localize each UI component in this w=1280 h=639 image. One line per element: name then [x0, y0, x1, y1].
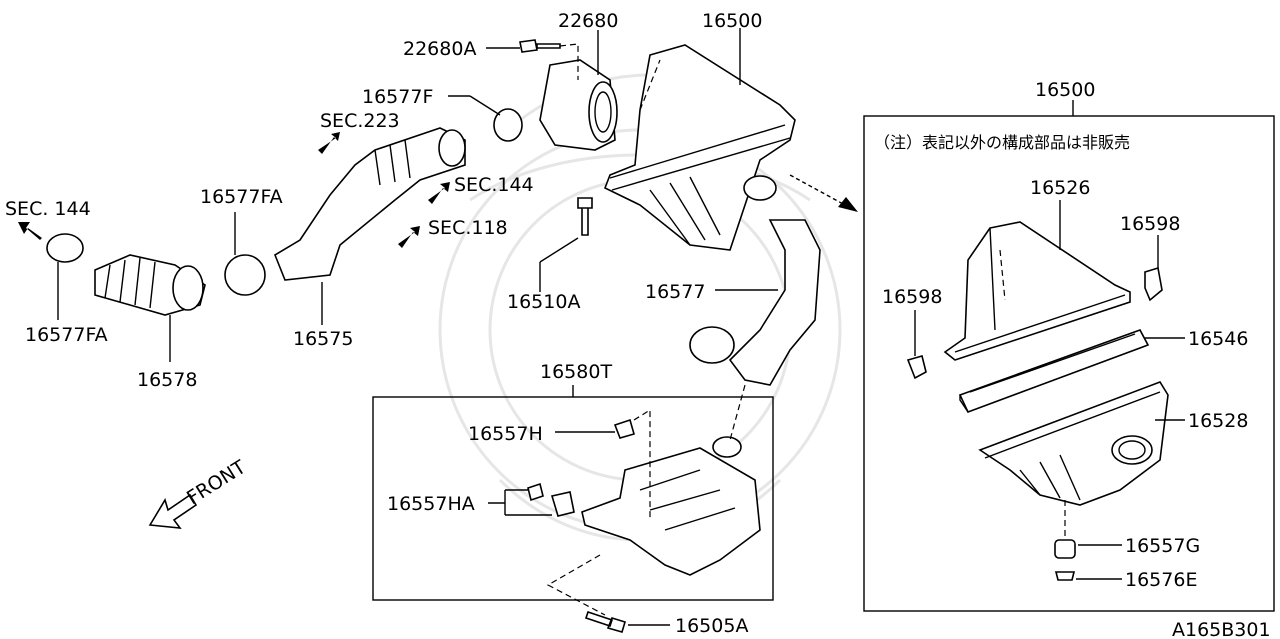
bellows-hose-16578	[94, 254, 206, 316]
label-sec144-left: SEC. 144	[5, 198, 91, 220]
label-16577FA-top: 16577FA	[200, 186, 283, 208]
label-sec118: SEC.118	[428, 217, 508, 239]
lower-housing-16528	[978, 381, 1169, 506]
label-16577: 16577	[645, 281, 705, 303]
label-16576E: 16576E	[1125, 569, 1197, 591]
label-16598-left: 16598	[882, 286, 942, 308]
clamp-16577FA-left	[46, 233, 84, 263]
label-16557G: 16557G	[1125, 535, 1200, 557]
label-16500-top: 16500	[702, 10, 762, 32]
clip-16598-right	[1144, 266, 1163, 302]
detail-box	[863, 115, 1275, 612]
detail-arrow	[838, 197, 858, 212]
label-front: FRONT	[183, 456, 250, 509]
sec144-left-arrow	[18, 222, 42, 240]
bolt-16505A	[584, 610, 626, 633]
sec144-mid-arrow	[428, 182, 450, 204]
label-16578: 16578	[137, 369, 197, 391]
bolt-16557H	[613, 418, 635, 439]
label-16528: 16528	[1188, 410, 1248, 432]
pin-16576E	[1054, 571, 1076, 581]
label-16557HA: 16557HA	[387, 493, 475, 515]
grommet-16557HA-a	[527, 482, 544, 502]
label-16526: 16526	[1030, 177, 1090, 199]
filter-element-16546	[958, 329, 1150, 414]
mass-air-flow-sensor-22680	[539, 59, 618, 151]
clip-16598-left	[906, 355, 927, 380]
front-arrow	[148, 493, 198, 529]
label-16557H: 16557H	[468, 423, 543, 445]
label-16505A: 16505A	[675, 615, 748, 637]
label-16546: 16546	[1188, 328, 1248, 350]
label-16580T: 16580T	[540, 361, 612, 383]
air-cleaner-16500	[603, 44, 796, 251]
label-16598-right: 16598	[1120, 213, 1180, 235]
grommet-16557HA-b	[550, 491, 575, 517]
label-16577F: 16577F	[362, 86, 433, 108]
label-16577FA-bottom: 16577FA	[25, 324, 108, 346]
label-sec144-mid: SEC.144	[454, 174, 534, 196]
grommet-16557G	[1054, 539, 1076, 559]
upper-housing-16526	[943, 221, 1131, 361]
clamp-16577FA-top	[224, 254, 266, 296]
label-16500-box: 16500	[1035, 79, 1095, 101]
clamp-16577F	[493, 108, 523, 142]
sec118-arrow	[398, 226, 420, 248]
resonator-16580T	[581, 436, 761, 576]
bolt-22680A	[519, 39, 561, 53]
label-22680A: 22680A	[403, 38, 476, 60]
bolt-16510A	[577, 197, 593, 236]
hose-16577	[689, 219, 821, 386]
label-sec223: SEC.223	[320, 110, 400, 132]
sec223-arrow	[318, 132, 340, 154]
label-22680: 22680	[558, 10, 618, 32]
intake-duct-16575	[274, 127, 466, 281]
label-16510A: 16510A	[507, 291, 580, 313]
note-text: （注）表記以外の構成部品は非販売	[874, 133, 1130, 152]
label-16575: 16575	[293, 328, 353, 350]
figure-code: A165B301	[1172, 619, 1271, 639]
